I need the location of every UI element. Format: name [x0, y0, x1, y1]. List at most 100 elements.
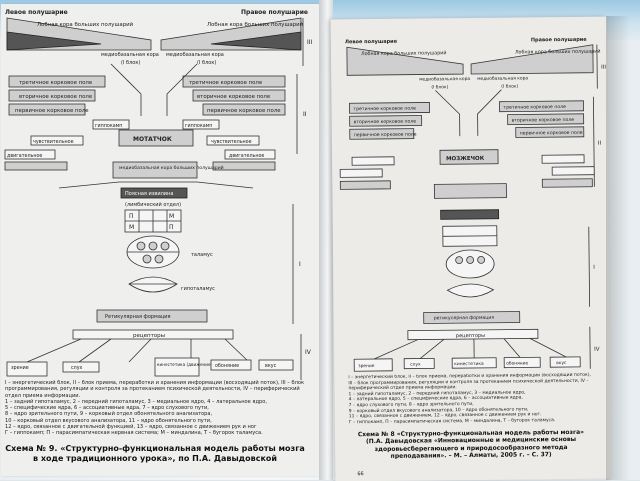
sense-box-2	[155, 358, 199, 376]
r-roman-II: II	[598, 141, 602, 147]
nucleus-3	[161, 242, 169, 250]
r-grid-line	[443, 236, 497, 237]
r-box-left-1	[352, 157, 394, 165]
left-title: Схема № 9. «Структурно-функциональная мо…	[5, 444, 305, 474]
r-right-hemisphere-label: Правое полушарие	[531, 37, 588, 44]
motor-left-label: двигательное	[7, 154, 42, 159]
r-bracket-I	[589, 227, 590, 307]
secondary-field-left-label: вторичное корковое поле	[19, 94, 93, 100]
sensory-right-label: чувствительное	[211, 140, 252, 145]
sense-lines	[27, 339, 249, 362]
right-schema-title: Схема № 8 «Структурно-функциональная мод…	[349, 429, 593, 461]
roman-III: III	[307, 39, 313, 46]
motor-right-label: двигательное	[229, 154, 264, 159]
block-label-right: (I блок)	[197, 60, 216, 66]
central-funnel	[111, 64, 197, 116]
nucleus-1	[137, 242, 145, 250]
r-box-left-2	[340, 169, 382, 177]
r-sense-vision: зрение	[358, 364, 375, 369]
arc-lines	[59, 182, 253, 188]
r-medio-basal-box	[434, 184, 506, 199]
r-block-right: (I блок)	[501, 82, 518, 89]
nucleus-2	[149, 242, 157, 250]
r-nucleus-2	[467, 256, 474, 263]
r-cerebellum-label: МОЗЖЕЧОК	[446, 156, 485, 162]
r-primary-left: первичное корковое поле	[354, 133, 417, 139]
r-receptors-label: рецепторы	[456, 333, 485, 339]
r-left-cortex-text: Лобная кора больших полушарий	[361, 49, 447, 57]
r-primary-right: первичное корковое поле	[520, 131, 583, 137]
medial-cortex-text: медиобазальная кора	[101, 52, 159, 58]
right-title: Схема № 8 «Структурно-функциональная мод…	[349, 429, 593, 466]
r-tertiary-right: третичное корковое поле	[504, 105, 567, 111]
r-secondary-right: вторичное корковое поле	[512, 118, 575, 124]
r-roman-I: I	[593, 265, 595, 271]
grid-letter-1: П	[129, 213, 134, 220]
block-label: (I блок)	[121, 60, 140, 66]
page-number: 66	[357, 471, 363, 477]
r-reticular-label: ретикулярная формация	[434, 315, 495, 322]
tertiary-field-left-label: третичное корковое поле	[19, 80, 93, 86]
r-box-right-1	[542, 155, 584, 163]
sense-taste: вкус	[265, 364, 277, 369]
r-sense-hearing: слух	[410, 363, 421, 368]
r-right-cortex-text: Лобная кора больших полушарий	[515, 48, 601, 56]
legend-line-1: I – энергетический блок, II – блок прием…	[5, 380, 305, 399]
zone-box-left	[5, 162, 67, 170]
tertiary-field-right-label: третичное корковое поле	[189, 80, 263, 86]
right-brain-diagram: Левое полушарие Правое полушарие Лобная …	[331, 17, 612, 481]
r-tertiary-left: третичное корковое поле	[354, 107, 417, 113]
sense-hearing: слух	[71, 366, 83, 371]
page-edge-shadow	[606, 16, 640, 480]
r-roman-IV: IV	[594, 347, 600, 353]
r-hypothalamus-shape	[447, 284, 493, 297]
reticular-formation-label: Ретикулярная формация	[105, 314, 171, 320]
hypothalamus-label: гипоталамус	[181, 286, 215, 292]
r-box-right-2	[552, 167, 594, 175]
left-scan-page: Левое полушарие Правое полушарие Лобная …	[1, 4, 319, 476]
legend-line-7: Г – гиппокамп; П – парасимпатическая нер…	[5, 430, 305, 436]
grid-letter-4: П	[169, 224, 174, 231]
r-block-left: (I блок)	[431, 83, 448, 90]
hypothalamus-shape	[129, 277, 177, 292]
secondary-field-right-label: вторичное корковое поле	[197, 94, 271, 100]
r-left-hemisphere-label: Левое полушарие	[345, 39, 398, 46]
left-schema-title: Схема № 9. «Структурно-функциональная мо…	[5, 444, 305, 464]
thalamus-label: таламус	[191, 252, 213, 258]
hippocampus-right-label: гиппокамп	[185, 124, 212, 129]
left-brain-diagram: Левое полушарие Правое полушарие Лобная …	[1, 4, 319, 476]
receptors-label: рецепторы	[133, 333, 165, 339]
nucleus-4	[143, 255, 151, 263]
right-scan-page: Левое полушарие Правое полушарие Лобная …	[331, 17, 612, 481]
nucleus-5	[155, 255, 163, 263]
r-thalamus-shape	[446, 250, 494, 279]
right-hemisphere-label: Правое полушарие	[241, 9, 308, 16]
r-secondary-left: вторичное корковое поле	[354, 120, 417, 126]
sensory-left-label: чувствительное	[33, 140, 74, 145]
r-sense-lines	[374, 338, 566, 359]
grid-letter-2: М	[169, 213, 174, 220]
roman-I: I	[299, 261, 301, 268]
r-sense-kinesthetic: кинестетика	[454, 362, 484, 367]
r-box-left-3	[340, 181, 390, 190]
left-hemisphere-label: Левое полушарие	[5, 9, 68, 16]
roman-II: II	[303, 111, 307, 118]
r-cingulate-box	[441, 210, 499, 220]
hippocampus-left-label: гиппокамп	[95, 124, 122, 129]
cingulate-gyrus-label: Поясная извилина	[125, 191, 173, 197]
left-legend: I – энергетический блок, II – блок прием…	[5, 380, 305, 440]
r-medial-cortex-right: медиобазальная кора	[477, 74, 528, 82]
roman-IV: IV	[305, 349, 312, 356]
r-sense-taste: вкус	[556, 361, 567, 366]
r-medial-cortex-left: медиобазальная кора	[419, 75, 470, 83]
r-central-funnel	[435, 90, 501, 137]
primary-field-left-label: первичное корковое поле	[15, 108, 89, 114]
left-cortex-text: Лобная кора больших полушарий	[37, 21, 134, 28]
r-box-right-3	[542, 179, 592, 188]
r-nucleus-1	[456, 257, 463, 264]
right-legend: I – энергетический блок, II – блок прием…	[348, 373, 593, 430]
medial-cortex-right-text: медиобазальная кора	[166, 52, 224, 58]
r-nucleus-3	[478, 256, 485, 263]
limbic-label: (лимбический отдел)	[125, 201, 181, 208]
cerebellum-label: МОТАТЧОК	[133, 136, 172, 143]
